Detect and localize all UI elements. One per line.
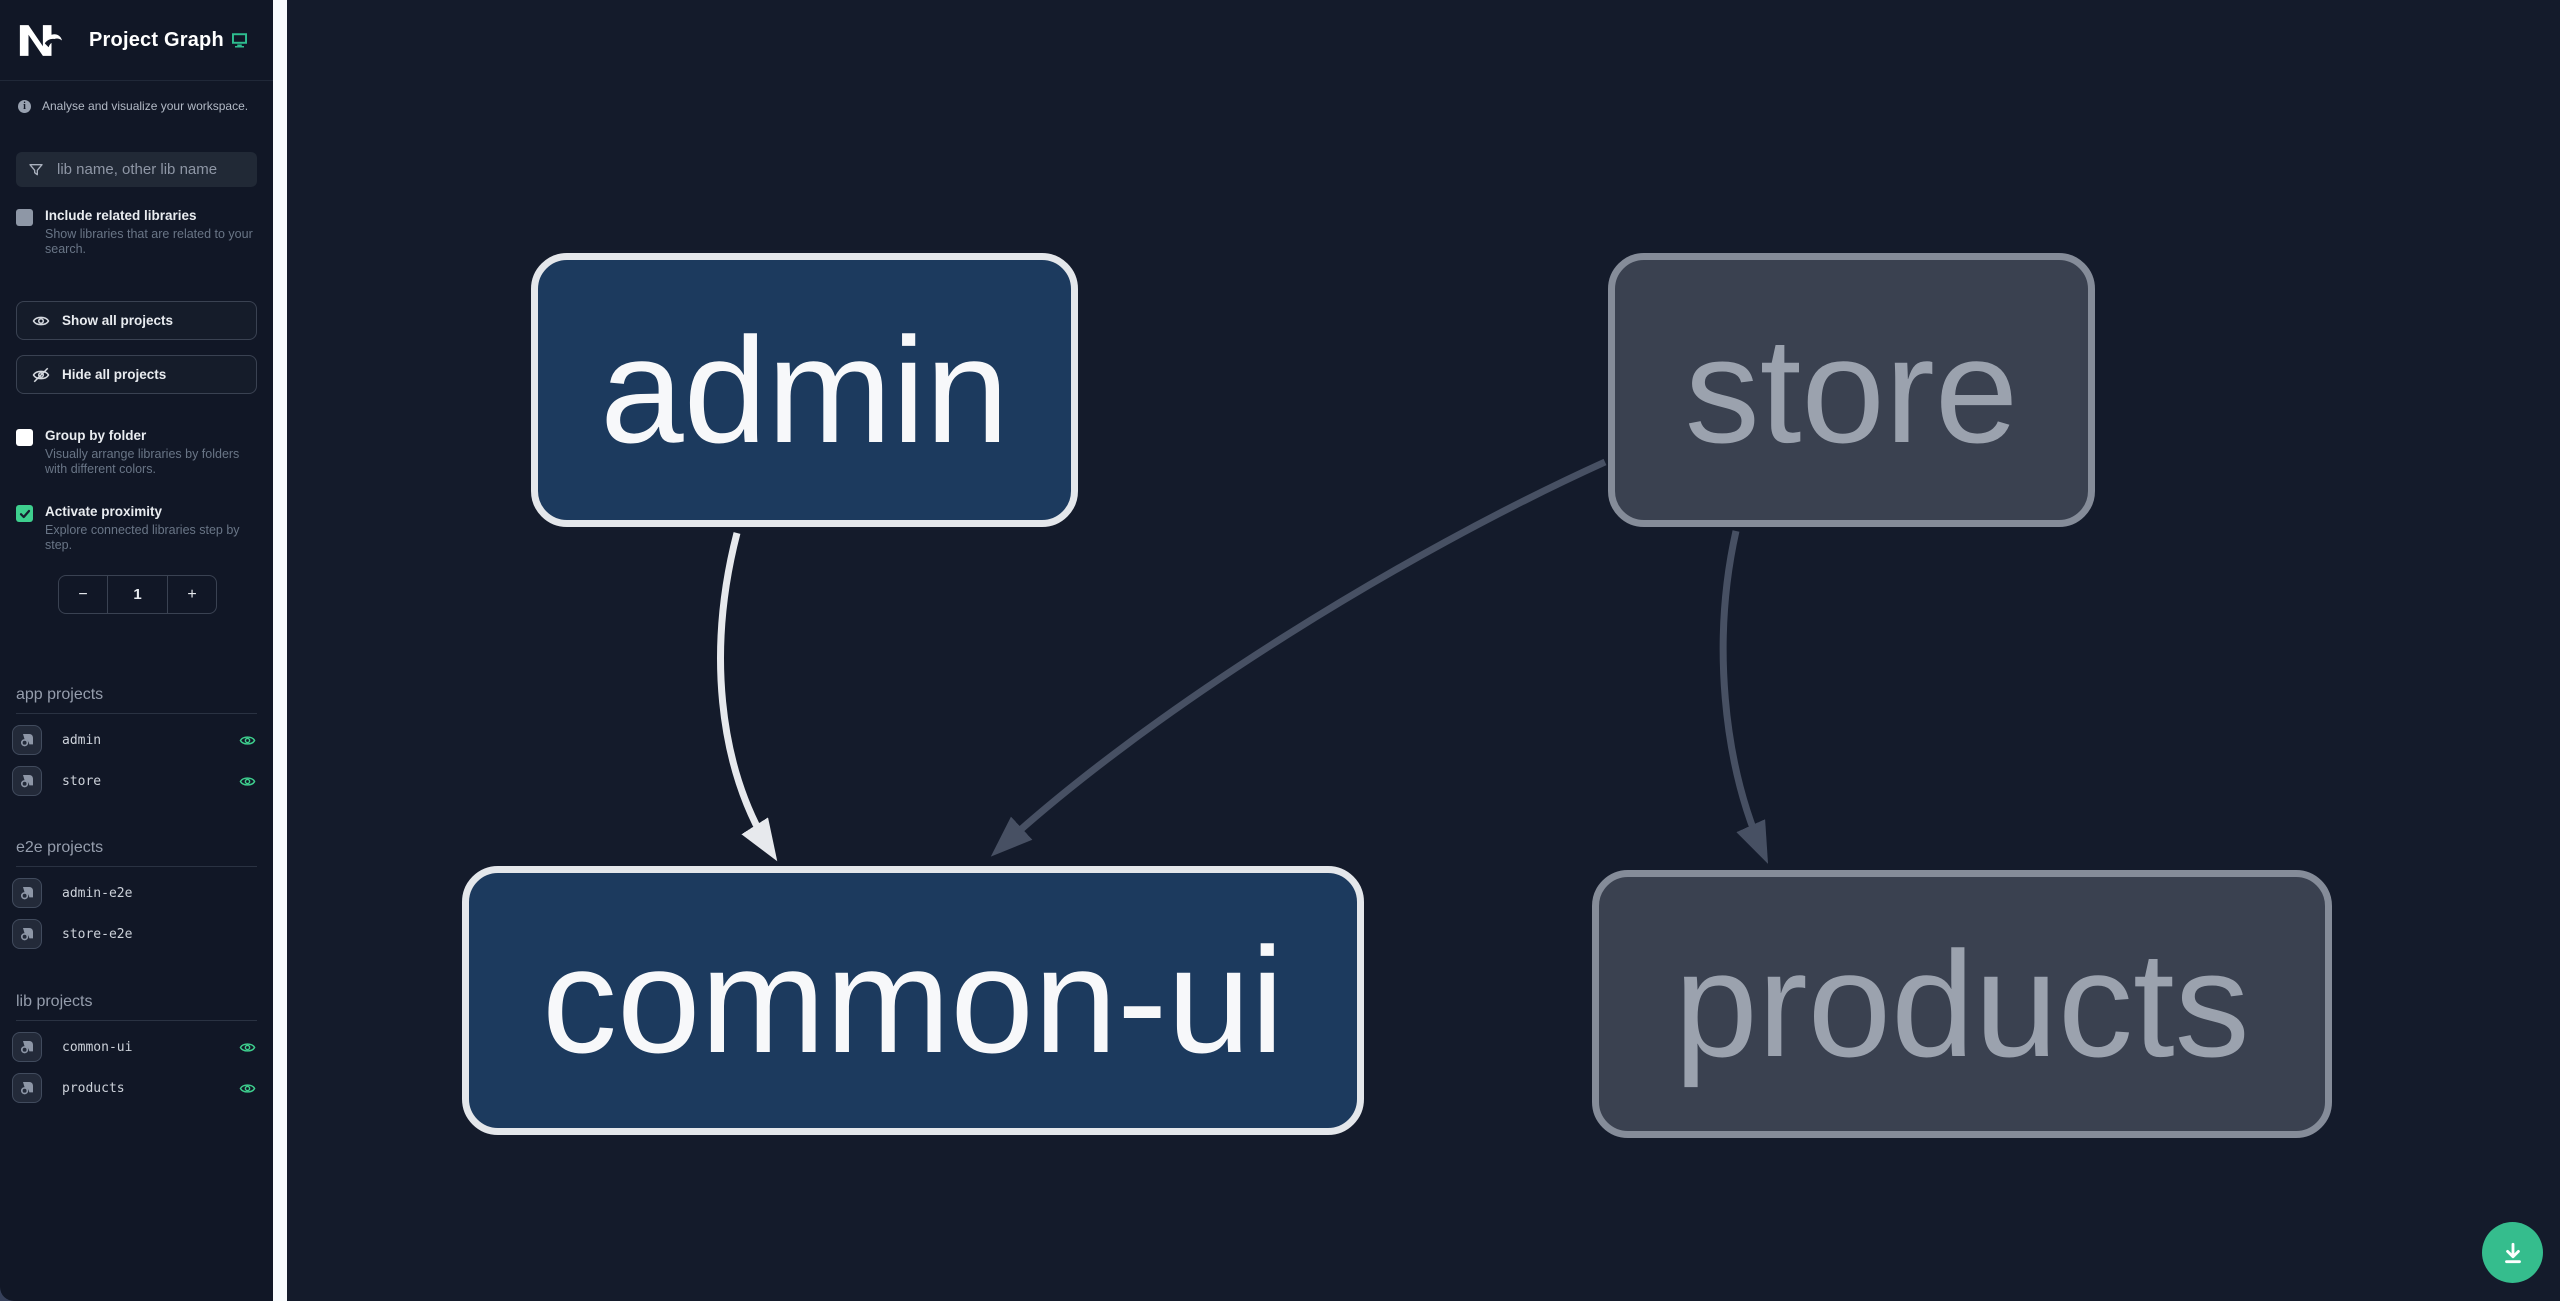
decrement-button[interactable]: − [78,585,88,603]
visibility-eye-icon[interactable] [239,1039,256,1056]
project-list-item-products: products [12,1073,256,1103]
sidebar-resizer[interactable] [273,0,287,1301]
activate-proximity-option: Activate proximity Explore connected lib… [0,504,273,553]
sidebar-header: Project Graph [0,0,273,81]
graph-node-admin[interactable]: admin [531,253,1078,527]
section-title-lib-projects: lib projects [16,993,257,1021]
proximity-depth-stepper: − 1 + [58,575,217,614]
project-list-item-admin: admin [12,725,256,755]
project-name[interactable]: store [62,773,102,789]
project-name[interactable]: store-e2e [62,926,133,942]
checkmark-icon [19,509,30,518]
project-name[interactable]: products [62,1080,125,1096]
nx-logo-icon [19,24,63,56]
download-icon [2504,1242,2521,1263]
project-name[interactable]: admin-e2e [62,885,133,901]
project-list-item-store-e2e: store-e2e [12,919,256,949]
graph-node-common-ui[interactable]: common-ui [462,866,1364,1135]
show-all-projects-label: Show all projects [62,313,174,328]
eye-slash-icon [32,366,50,384]
hide-all-projects-label: Hide all projects [62,367,167,382]
visibility-eye-icon[interactable] [239,1080,256,1097]
info-icon: i [18,100,31,113]
proximity-depth-value: 1 [107,576,168,613]
graph-node-products[interactable]: products [1592,870,2332,1138]
focus-project-icon[interactable] [12,1032,42,1062]
include-related-label: Include related libraries [45,208,197,223]
graph-node-store[interactable]: store [1608,253,2095,527]
activate-proximity-label: Activate proximity [45,504,163,519]
include-related-option: Include related libraries Show libraries… [0,208,273,257]
section-title-app-projects: app projects [16,686,257,714]
focus-project-icon[interactable] [12,1073,42,1103]
project-name[interactable]: admin [62,732,102,748]
group-by-folder-option: Group by folder Visually arrange librari… [0,428,273,477]
workspace-tagline: Analyse and visualize your workspace. [42,99,249,113]
page-title: Project Graph [89,28,224,51]
project-name[interactable]: common-ui [62,1039,133,1055]
include-related-desc: Show libraries that are related to your … [45,227,253,256]
show-all-projects-button[interactable]: Show all projects [16,301,257,340]
filter-funnel-icon [28,162,44,178]
focus-project-icon[interactable] [12,919,42,949]
filter-box [16,152,257,187]
download-graph-button[interactable] [2482,1222,2543,1283]
focus-project-icon[interactable] [12,766,42,796]
workspace-tagline-row: i Analyse and visualize your workspace. [0,100,273,113]
project-list-item-admin-e2e: admin-e2e [12,878,256,908]
focus-project-icon[interactable] [12,725,42,755]
focus-project-icon[interactable] [12,878,42,908]
project-filter-input[interactable] [55,160,245,179]
visibility-eye-icon[interactable] [239,732,256,749]
hide-all-projects-button[interactable]: Hide all projects [16,355,257,394]
section-title-e2e-projects: e2e projects [16,839,257,867]
group-by-folder-label: Group by folder [45,428,147,443]
increment-button[interactable]: + [187,585,197,603]
monitor-icon [230,31,249,49]
group-by-folder-desc: Visually arrange libraries by folders wi… [45,447,240,476]
activate-proximity-checkbox[interactable] [16,505,33,522]
eye-icon [32,312,50,330]
project-list-item-common-ui: common-ui [12,1032,256,1062]
activate-proximity-desc: Explore connected libraries step by step… [45,523,240,552]
visibility-eye-icon[interactable] [239,773,256,790]
project-list-item-store: store [12,766,256,796]
include-related-checkbox[interactable] [16,209,33,226]
group-by-folder-checkbox[interactable] [16,429,33,446]
sidebar: Project Graph i Analyse and visualize yo… [0,0,273,1301]
